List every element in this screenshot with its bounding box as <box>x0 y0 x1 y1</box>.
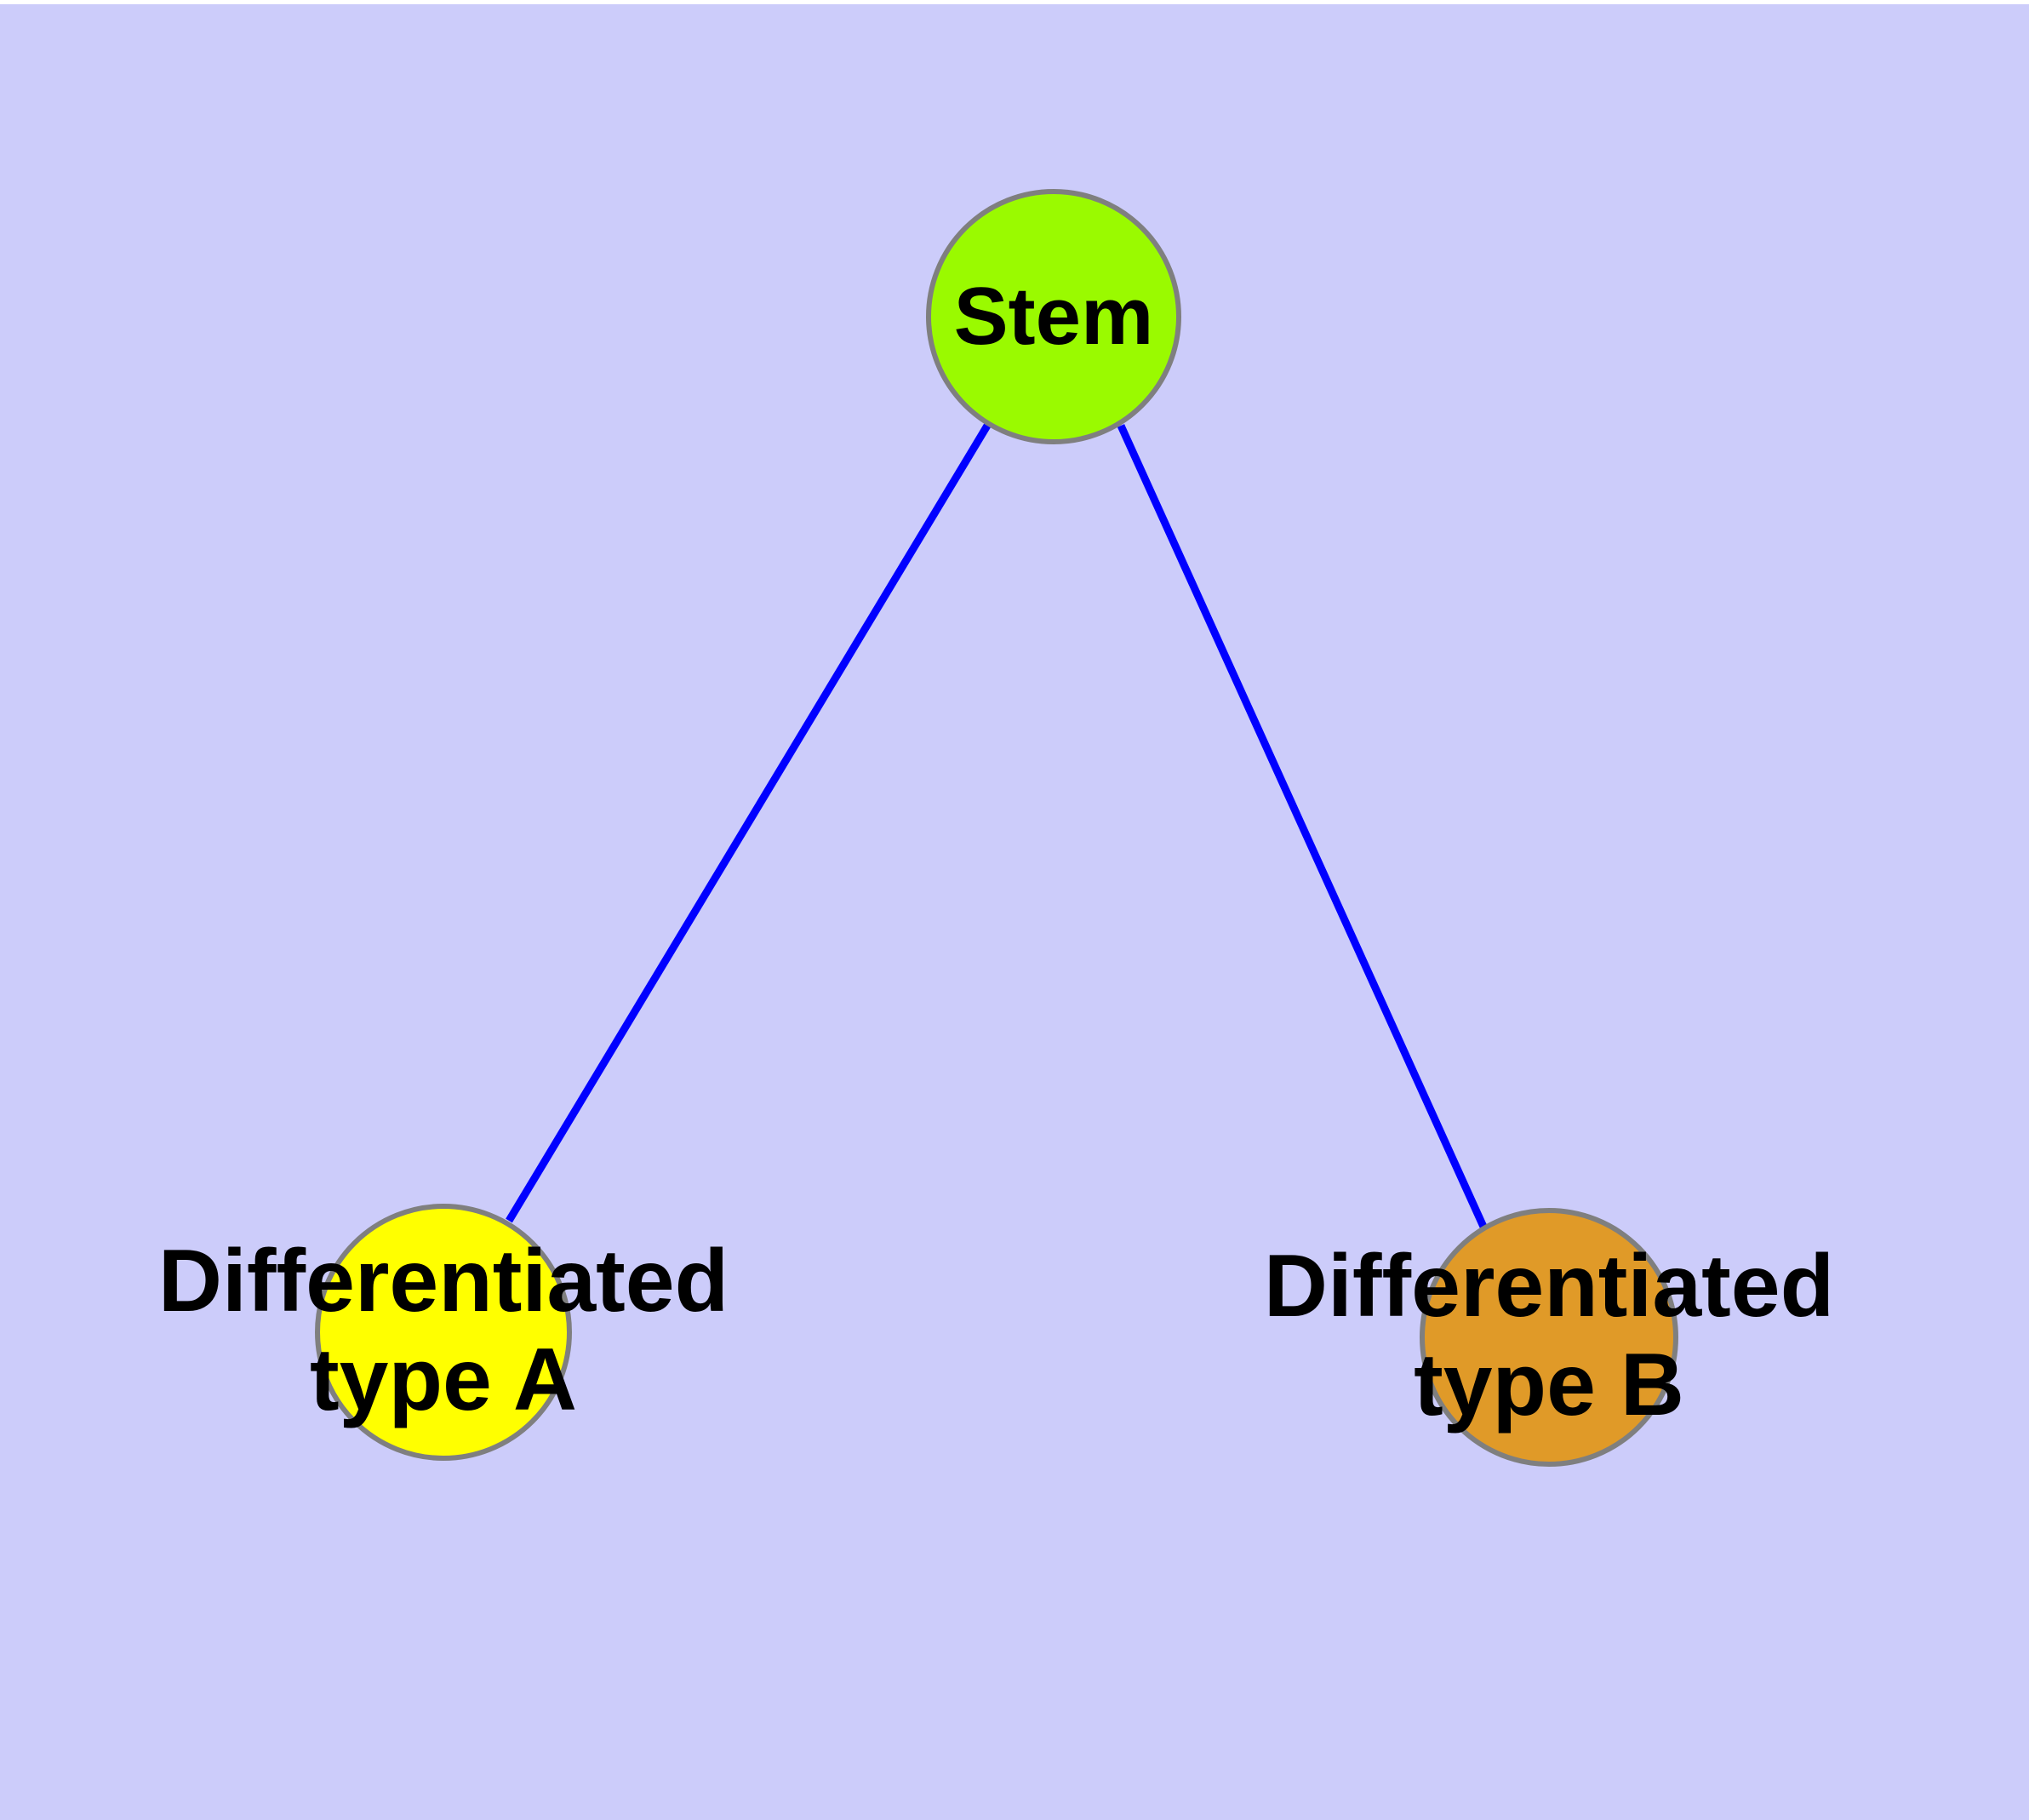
node-diff-b[interactable] <box>1420 1208 1678 1467</box>
node-diff-a[interactable] <box>315 1204 572 1461</box>
node-layer <box>315 189 1678 1467</box>
node-stem[interactable] <box>926 189 1181 444</box>
edge-stem-to-diff-b <box>1117 424 1488 1228</box>
edge-stem-to-diff-a <box>506 423 991 1223</box>
edge-layer <box>506 423 1488 1228</box>
